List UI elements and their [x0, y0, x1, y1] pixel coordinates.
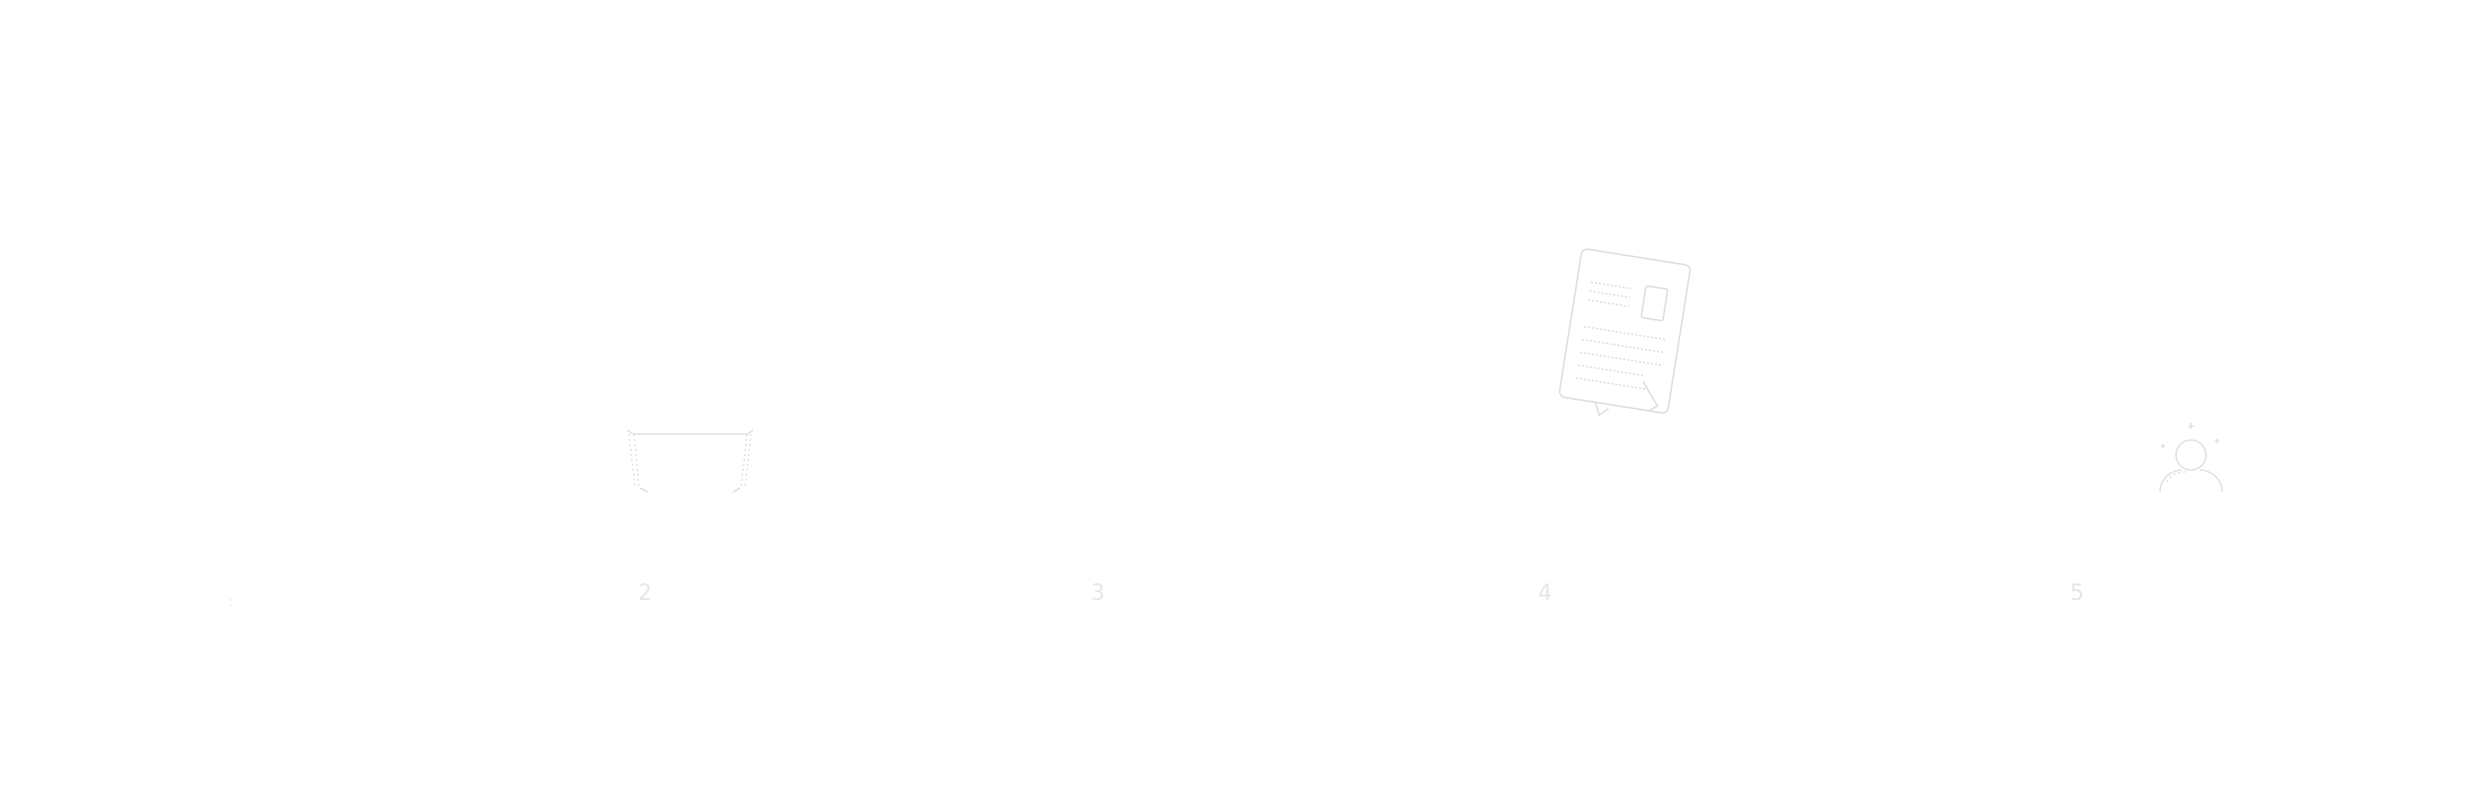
step-number-1: .: [229, 598, 233, 609]
step-1-marker: [230, 599, 232, 601]
step-number-2: 2: [638, 581, 652, 606]
step-number-3: 3: [1091, 581, 1105, 606]
step-number-5: 5: [2070, 581, 2084, 606]
step-number-4: 4: [1538, 581, 1552, 606]
tray-icon: [626, 429, 754, 493]
document-receipt-icon: [1558, 248, 1691, 417]
person-sparkle-icon: [2159, 423, 2223, 493]
